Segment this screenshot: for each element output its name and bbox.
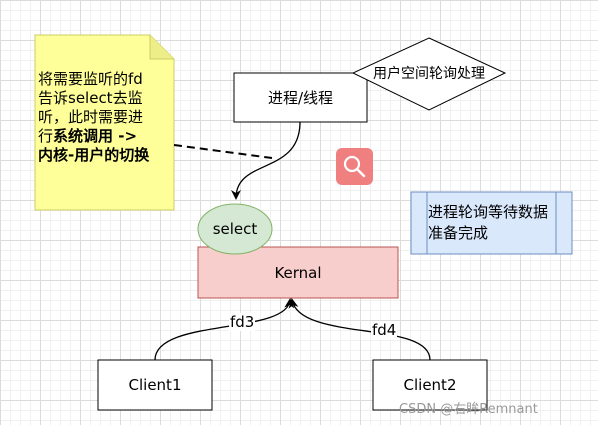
kernel-box-label: Kernal xyxy=(274,263,322,282)
process-to-select-arrow xyxy=(231,121,301,200)
select-ellipse-label: select xyxy=(212,220,258,238)
info-box-label: 进程轮询等待数据准备完成 xyxy=(428,203,549,242)
note-line-4: 行系统调用 -> xyxy=(38,127,166,146)
note-line-3: 听，此时需要进 xyxy=(38,108,144,126)
search-icon[interactable] xyxy=(336,148,373,185)
note-line-1: 将需要监听的fd xyxy=(38,70,143,88)
note-connector xyxy=(173,144,273,159)
kernel-box[interactable] xyxy=(197,246,399,299)
client1-label: Client1 xyxy=(128,376,182,394)
client1-box[interactable] xyxy=(97,359,213,411)
fd4-label: fd4 xyxy=(371,321,398,339)
fd3-label: fd3 xyxy=(229,313,256,331)
watermark: CSDN @右眸Remnant xyxy=(399,402,538,417)
user-space-diamond[interactable] xyxy=(351,37,507,111)
search-icon-handle xyxy=(355,167,366,178)
note-line-4-prefix: 行 xyxy=(38,127,54,145)
note-line-5: 内核-用户的切换 xyxy=(38,146,150,164)
sticky-note[interactable] xyxy=(34,34,175,211)
client2-label: Client2 xyxy=(403,376,457,394)
process-box[interactable] xyxy=(233,72,368,123)
process-box-label: 进程/线程 xyxy=(267,89,334,107)
note-line-2: 告诉select去监 xyxy=(38,89,143,107)
select-ellipse[interactable] xyxy=(197,203,273,255)
info-box[interactable] xyxy=(410,191,573,255)
note-text: 将需要监听的fd 告诉select去监 听，此时需要进 行系统调用 -> 内核-… xyxy=(38,70,166,165)
note-line-4-bold: 系统调用 -> xyxy=(53,127,138,145)
client2-to-kernel-arrow xyxy=(288,298,431,361)
client1-to-kernel-arrow xyxy=(154,298,295,361)
diamond-label: 用户空间轮询处理 xyxy=(373,66,485,82)
search-icon-lens xyxy=(343,155,361,173)
sticky-note-fold xyxy=(149,35,174,60)
